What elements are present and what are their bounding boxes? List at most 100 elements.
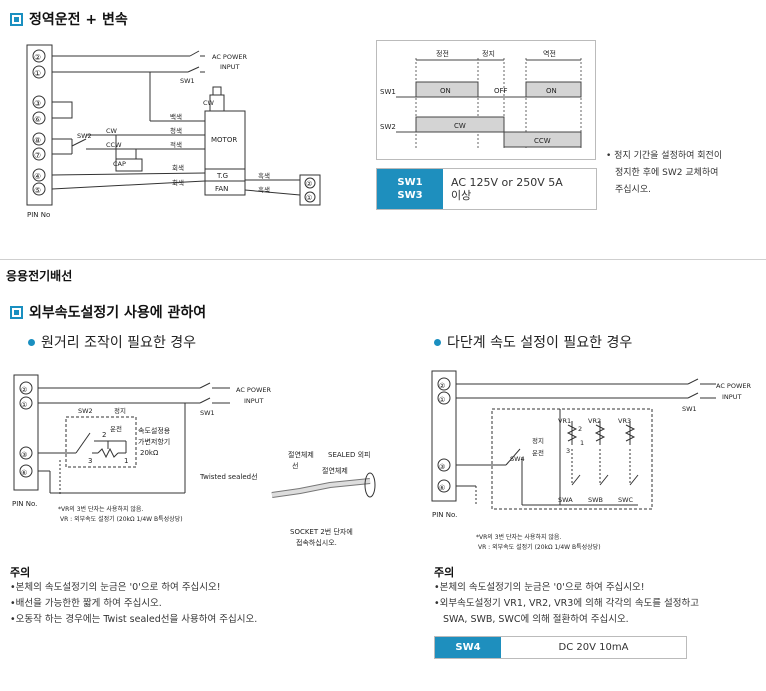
svg-text:20kΩ: 20kΩ: [140, 449, 159, 457]
sw2-ccw-segment: [503, 131, 582, 148]
left-subtitle: 원거리 조작이 필요한 경우: [28, 332, 196, 352]
section-title-external-speed: 외부속도설정기 사용에 관하여: [10, 302, 206, 322]
svg-text:AC POWER: AC POWER: [212, 53, 248, 61]
svg-text:VR : 외부속도 설정기 (20kΩ 1/4W B특성상당: VR : 외부속도 설정기 (20kΩ 1/4W B특성상당): [60, 515, 183, 523]
svg-text:SW1: SW1: [200, 409, 215, 417]
svg-text:SW2: SW2: [78, 407, 93, 415]
forward-reverse-wiring-diagram: ② ① ③ ⑥ ⑧ ⑦ ④ ⑤ PIN No AC POWER INPUT SW…: [26, 44, 321, 219]
svg-text:회색: 회색: [172, 163, 184, 172]
svg-text:VR : 외부속도 설정기 (20kΩ 1/4W B특성상당: VR : 외부속도 설정기 (20kΩ 1/4W B특성상당): [478, 543, 601, 551]
caution-item: •오동작 하는 경우에는 Twist sealed선을 사용하여 주십시오.: [10, 614, 258, 625]
terminal-block: [26, 44, 53, 206]
svg-text:정지: 정지: [482, 49, 495, 58]
square-bullet-icon: [10, 305, 23, 319]
svg-text:SEALED 외피: SEALED 외피: [328, 450, 370, 459]
svg-text:OFF: OFF: [494, 87, 508, 95]
svg-text:⑧: ⑧: [34, 136, 41, 145]
svg-text:③: ③: [439, 463, 445, 471]
caution-left-title: 주의: [10, 566, 31, 579]
section-app-wiring: 응용전기배선: [6, 269, 73, 283]
sw4-rating-box: SW4 DC 20V 10mA: [434, 636, 687, 659]
svg-text:속도설정용: 속도설정용: [138, 426, 171, 435]
svg-text:SWB: SWB: [588, 496, 603, 504]
svg-text:*VR의 3번 단자는 사용하지 않음.: *VR의 3번 단자는 사용하지 않음.: [476, 533, 561, 541]
svg-text:정지: 정지: [532, 436, 544, 445]
svg-text:정지: 정지: [114, 406, 126, 415]
svg-text:SW4: SW4: [510, 455, 525, 463]
svg-text:운전: 운전: [532, 448, 544, 457]
svg-text:CAP: CAP: [113, 160, 126, 168]
svg-text:②: ②: [34, 53, 41, 62]
svg-text:FAN: FAN: [215, 185, 228, 193]
svg-text:백색: 백색: [170, 112, 182, 121]
svg-text:적색: 적색: [170, 140, 182, 149]
svg-text:②: ②: [439, 382, 445, 390]
svg-text:SWA: SWA: [558, 496, 573, 504]
svg-text:③: ③: [34, 99, 41, 108]
sw1-sw3-rating-box: SW1 SW3 AC 125V or 250V 5A 이상: [376, 168, 597, 210]
svg-text:절연체제: 절연체제: [288, 451, 314, 459]
svg-text:회색: 회색: [172, 178, 184, 187]
svg-text:PIN No.: PIN No.: [432, 511, 457, 519]
svg-text:2: 2: [578, 425, 582, 433]
svg-text:AC POWER: AC POWER: [236, 386, 272, 394]
svg-text:흑색: 흑색: [258, 171, 270, 180]
stop-period-note: • 정지 기간을 설정하여 회전이 정지한 후에 SW2 교체하여 주십시오.: [606, 151, 723, 195]
svg-text:청색: 청색: [170, 126, 182, 135]
svg-text:CW: CW: [106, 127, 118, 135]
caution-right-title: 주의: [434, 566, 455, 579]
svg-text:VR2: VR2: [588, 417, 601, 425]
section-title-forward-reverse: 정역운전 + 변속: [10, 9, 128, 29]
svg-text:⑥: ⑥: [34, 115, 41, 124]
svg-text:접속하십시오.: 접속하십시오.: [296, 538, 337, 547]
svg-text:ON: ON: [546, 87, 557, 95]
svg-text:CCW: CCW: [106, 141, 122, 149]
caution-item: •본체의 속도설정기의 눈금은 '0'으로 하여 주십시오!: [10, 582, 221, 593]
svg-text:흑색: 흑색: [258, 185, 270, 194]
svg-text:운전: 운전: [110, 424, 122, 433]
svg-text:④: ④: [34, 172, 41, 181]
svg-text:CW: CW: [203, 99, 215, 107]
svg-text:선: 선: [292, 461, 298, 470]
svg-text:SW2: SW2: [77, 132, 92, 140]
svg-text:절연체제: 절연체제: [322, 467, 348, 475]
svg-text:SW1: SW1: [682, 405, 697, 413]
sw1-on-segment-2: [525, 81, 582, 98]
svg-text:PIN No: PIN No: [27, 211, 50, 219]
svg-text:⑥: ⑥: [21, 469, 27, 477]
svg-text:3: 3: [88, 457, 92, 465]
sw1-on-segment-1: [415, 81, 479, 98]
circle-bullet-icon: [28, 338, 35, 346]
timing-chart: 정전 정지 역전 SW1 SW2 ON OFF ON CW CCW: [376, 40, 596, 160]
caution-item: SWA, SWB, SWC에 의해 절환하여 주십시오.: [443, 614, 629, 625]
svg-text:②: ②: [21, 386, 27, 394]
svg-text:CCW: CCW: [534, 137, 551, 145]
svg-text:SW1: SW1: [380, 88, 396, 96]
caution-right-list: •본체의 속도설정기의 눈금은 '0'으로 하여 주십시오! •외부속도설정기 …: [434, 580, 754, 628]
svg-text:3: 3: [566, 447, 570, 455]
caution-left-list: •본체의 속도설정기의 눈금은 '0'으로 하여 주십시오! •배선을 가능한한…: [10, 580, 410, 628]
svg-text:VR3: VR3: [618, 417, 631, 425]
svg-text:⑤: ⑤: [34, 186, 41, 195]
svg-text:③: ③: [21, 451, 27, 459]
sw2-cw-segment: [415, 116, 505, 133]
svg-text:⑦: ⑦: [34, 151, 41, 160]
svg-text:PIN No.: PIN No.: [12, 500, 37, 508]
svg-text:ON: ON: [440, 87, 451, 95]
svg-text:⑥: ⑥: [439, 484, 445, 492]
svg-text:역전: 역전: [543, 49, 556, 58]
svg-text:VR1: VR1: [558, 417, 571, 425]
svg-text:①: ①: [21, 401, 27, 409]
svg-text:1: 1: [124, 457, 128, 465]
svg-text:MOTOR: MOTOR: [211, 136, 237, 144]
caution-item: •본체의 속도설정기의 눈금은 '0'으로 하여 주십시오!: [434, 582, 645, 593]
multi-speed-wiring-diagram: ② ① ③ ⑥ PIN No. AC POWER INPUT SW1 SW4 정…: [431, 370, 752, 551]
svg-text:②: ②: [306, 180, 312, 188]
svg-text:CW: CW: [454, 122, 466, 130]
square-bullet-icon: [10, 12, 23, 26]
remote-control-wiring-diagram: ② ① ③ ⑥ PIN No. AC POWER INPUT SW1 SW2 정…: [12, 374, 376, 547]
right-subtitle: 다단계 속도 설정이 필요한 경우: [434, 332, 632, 352]
divider: [0, 259, 766, 260]
svg-text:SW1: SW1: [180, 77, 195, 85]
svg-text:T.G: T.G: [216, 172, 228, 180]
